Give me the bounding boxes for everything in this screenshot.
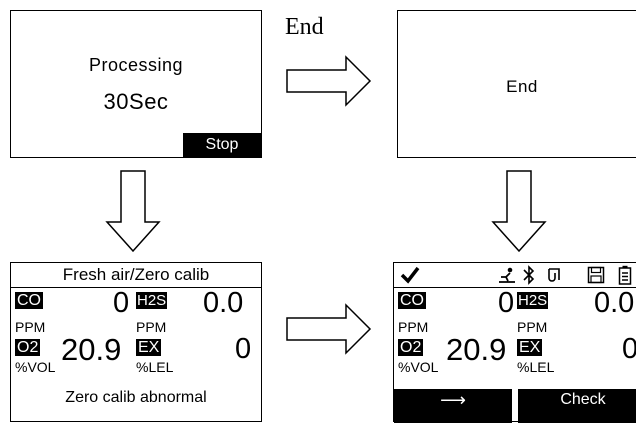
man-down-icon [499, 267, 515, 283]
header-divider [11, 287, 261, 288]
bluetooth-icon [523, 265, 535, 285]
gas-unit-h2s: PPM [136, 319, 167, 335]
gas-value-co: 0 [113, 287, 130, 319]
gas-value-ex: 0 [622, 333, 636, 365]
gas-label-ex: EX [517, 339, 543, 356]
check-button-label: Check [560, 391, 606, 408]
gas-unit-ex: %LEL [517, 359, 555, 375]
gas-value-o2: 20.9 [446, 332, 507, 367]
processing-countdown: 30Sec [103, 89, 169, 114]
gas-label-o2: O2 [398, 339, 424, 356]
gas-label-h2s-text: H2S [137, 292, 167, 309]
calib-screen: Fresh air/Zero calib CO 0 PPM H2S 0.0 PP… [10, 262, 262, 422]
right-arrow-icon [286, 303, 372, 355]
gas-label-co: CO [15, 292, 43, 309]
down-arrow-icon [105, 170, 161, 253]
gas-unit-co: PPM [398, 319, 429, 335]
gas-label-co: CO [398, 292, 426, 309]
gas-unit-ex: %LEL [136, 359, 174, 375]
right-arrow-icon [286, 55, 372, 107]
calib-status: Zero calib abnormal [65, 389, 207, 406]
stop-button-label: Stop [205, 136, 239, 153]
right-arrow-icon: ⟶ [440, 390, 466, 410]
gas-value-co: 0 [498, 287, 515, 319]
gas-value-ex: 0 [235, 333, 252, 365]
next-arrow-button[interactable]: ⟶ [394, 389, 512, 423]
check-mark-icon [400, 266, 420, 284]
calib-header: Fresh air/Zero calib [62, 265, 210, 284]
processing-screen: Processing 30Sec Stop [10, 10, 262, 158]
gas-label-o2: O2 [15, 339, 41, 356]
gas-value-o2: 20.9 [61, 332, 122, 367]
down-arrow-icon [491, 170, 547, 253]
end-transition-label: End [285, 14, 324, 40]
status-bar-divider [394, 287, 636, 288]
gas-label-h2s-text: H2S [518, 292, 548, 309]
gas-label-ex: EX [136, 339, 162, 356]
battery-icon [618, 265, 632, 285]
gas-value-h2s: 0.0 [203, 287, 244, 319]
gas-value-h2s: 0.0 [594, 287, 635, 319]
stop-button[interactable]: Stop [183, 133, 261, 157]
gas-label-h2s: H2S [517, 292, 549, 309]
gas-unit-o2: %VOL [15, 359, 56, 375]
processing-title: Processing [88, 55, 184, 75]
check-button[interactable]: Check [518, 389, 636, 423]
end-screen-text: End [506, 77, 538, 96]
save-icon [587, 266, 605, 284]
gas-unit-h2s: PPM [517, 319, 548, 335]
gas-label-h2s: H2S [136, 292, 168, 309]
gas-unit-co: PPM [15, 319, 46, 335]
result-screen: CO 0 PPM H2S 0.0 PPM O2 20.9 %VOL EX 0 %… [393, 262, 636, 423]
end-screen: End [397, 10, 636, 158]
clip-icon [548, 268, 560, 282]
gas-unit-o2: %VOL [398, 359, 439, 375]
